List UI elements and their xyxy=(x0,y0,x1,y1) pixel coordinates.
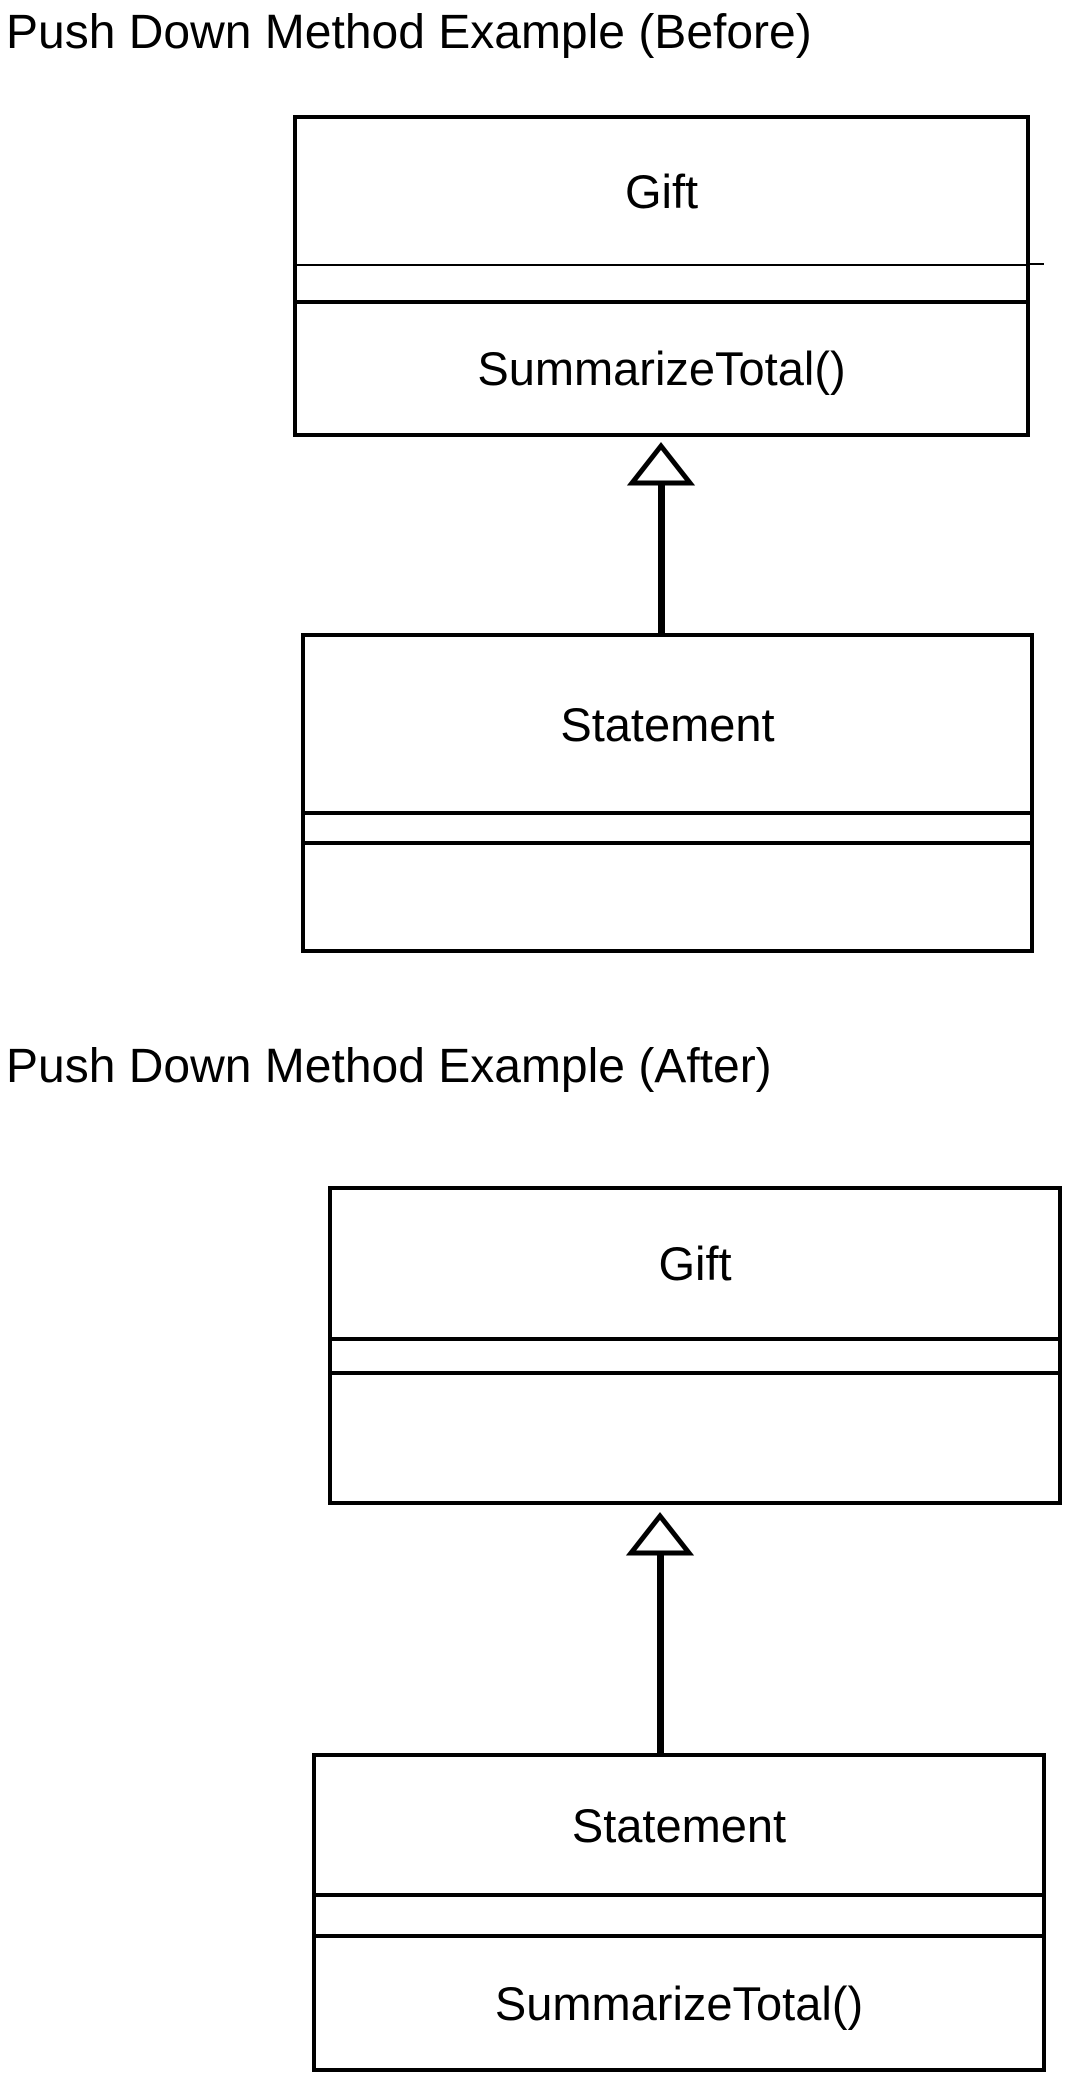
hollow-triangle-arrowhead xyxy=(626,441,696,486)
class-name-compartment: Statement xyxy=(571,1798,787,1852)
class-box-statement-before: Statement xyxy=(301,633,1034,953)
arrow-stem xyxy=(657,1553,664,1755)
class-attributes-compartment xyxy=(305,811,1030,841)
class-attributes-compartment xyxy=(297,264,1026,300)
diagram-title-before: Push Down Method Example (Before) xyxy=(6,6,812,59)
class-attributes-compartment xyxy=(316,1893,1042,1934)
class-methods-compartment xyxy=(305,841,1030,949)
arrow-stem xyxy=(658,483,665,635)
diagram-title-after: Push Down Method Example (After) xyxy=(6,1040,772,1093)
class-methods-compartment: SummarizeTotal() xyxy=(316,1934,1042,2068)
class-box-gift-after: Gift xyxy=(328,1186,1062,1505)
class-attributes-compartment xyxy=(332,1337,1058,1371)
hollow-triangle-arrowhead xyxy=(625,1511,695,1556)
class-name-compartment: Gift xyxy=(624,165,699,218)
generalization-arrow-icon xyxy=(626,441,696,635)
class-methods-compartment xyxy=(332,1371,1058,1501)
class-name-compartment: Statement xyxy=(560,697,775,751)
class-box-statement-after: Statement SummarizeTotal() xyxy=(312,1753,1046,2072)
class-name-compartment: Gift xyxy=(658,1237,732,1290)
class-methods-compartment: SummarizeTotal() xyxy=(297,300,1026,433)
separator-overhang-artifact xyxy=(1030,263,1044,265)
class-box-gift-before: Gift SummarizeTotal() xyxy=(293,115,1030,437)
generalization-arrow-icon xyxy=(625,1511,695,1755)
